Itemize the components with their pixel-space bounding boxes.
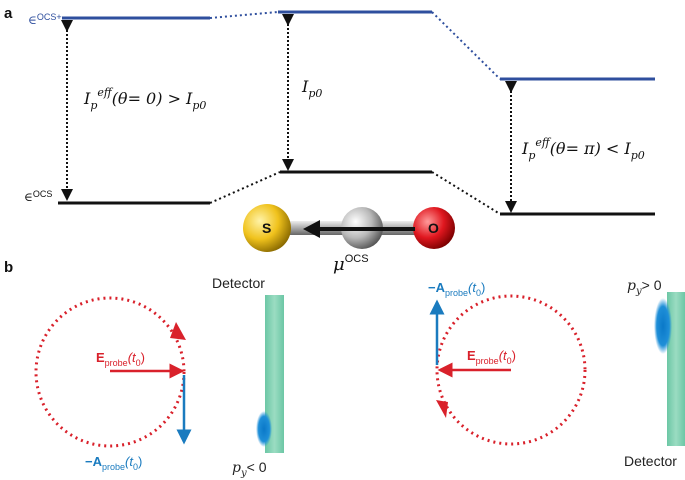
e-right-arg: (t — [499, 348, 508, 363]
a-left-sub: probe — [102, 462, 125, 472]
py-left-rel: < 0 — [247, 459, 267, 475]
gap-left-p: p — [90, 99, 97, 112]
electron-signal-right — [654, 298, 672, 354]
gap-right-p: p — [528, 149, 535, 162]
a-label-right: −Aprobe(t0) — [428, 280, 485, 298]
gap-label-right: Ipeff(θ= π) < Ip0 — [521, 136, 645, 162]
gap-left-I: I — [83, 89, 91, 108]
panel-a-label: a — [4, 5, 13, 22]
e-right-close: ) — [512, 348, 516, 363]
gap-label-mid: Ip0 — [301, 77, 322, 100]
gap-mid-sub: p0 — [308, 87, 322, 100]
lower-level-symbol: ∈ — [24, 190, 33, 204]
a-left-main: −A — [85, 454, 103, 469]
upper-connector-1 — [209, 11, 279, 19]
rotation-arrowhead-right — [436, 400, 448, 418]
e-right-arg-sub: 0 — [507, 356, 512, 366]
detector-label-left: Detector — [212, 275, 265, 291]
polarization-circle-right — [435, 294, 587, 446]
py-left-sub: y — [240, 468, 247, 479]
dipole-mu: μ — [333, 254, 345, 275]
panel-b-label: b — [4, 259, 13, 276]
rotation-arrowhead-left — [170, 322, 186, 340]
e-left-sub: probe — [105, 358, 128, 368]
dipole-label: μOCS — [333, 253, 369, 275]
e-left-arg: (t — [128, 350, 137, 365]
gap-right-sup: eff — [535, 136, 552, 149]
ocs-molecule: S O μOCS — [243, 204, 455, 275]
py-right-sub: y — [635, 286, 642, 297]
gap-mid-I: I — [301, 77, 309, 96]
py-label-right: py> 0 — [627, 277, 662, 297]
a-left-arg: (t — [125, 454, 134, 469]
detector-label-right: Detector — [624, 453, 677, 469]
gap-label-left: Ipeff(θ= 0) > Ip0 — [83, 86, 206, 112]
py-right-rel: > 0 — [642, 277, 662, 293]
electron-signal-left — [256, 411, 272, 447]
e-left-close: ) — [141, 350, 145, 365]
a-right-main: −A — [428, 280, 446, 295]
a-right-arg-sub: 0 — [476, 288, 481, 298]
gap-left-arg: (θ= 0) > I — [112, 89, 193, 108]
a-right-sub: probe — [445, 288, 468, 298]
gap-right-tail: p0 — [631, 149, 645, 162]
dipole-sup: OCS — [345, 253, 369, 265]
gap-left-sup: eff — [97, 86, 114, 99]
e-label-left: Eprobe(t0) — [96, 350, 145, 368]
py-label-left: py< 0 — [232, 459, 267, 479]
py-left-p: p — [232, 460, 241, 476]
upper-level-symbol: ∈ — [28, 13, 37, 27]
a-label-left: −Aprobe(t0) — [85, 454, 142, 472]
a-left-close: ) — [138, 454, 142, 469]
e-right-sub: probe — [476, 356, 499, 366]
e-right-main: E — [467, 348, 476, 363]
a-left-arg-sub: 0 — [133, 462, 138, 472]
lower-level-sup: OCS — [33, 189, 53, 199]
upper-level-label: ∈OCS+ — [28, 12, 62, 27]
upper-connector-2 — [431, 11, 501, 80]
e-label-right: Eprobe(t0) — [467, 348, 516, 366]
lower-connector-2 — [431, 171, 501, 215]
upper-level-sup: OCS+ — [37, 12, 62, 22]
sulfur-atom — [243, 204, 291, 252]
gap-left-tail: p0 — [192, 99, 206, 112]
detector-left — [265, 295, 284, 453]
oxygen-label: O — [428, 220, 439, 236]
oxygen-atom — [413, 207, 455, 249]
dipole-arrow-head — [303, 220, 320, 238]
sulfur-label: S — [262, 220, 271, 236]
a-right-close: ) — [481, 280, 485, 295]
panel-b-left: Eprobe(t0) −Aprobe(t0) Detector py< 0 — [34, 275, 284, 479]
e-left-arg-sub: 0 — [136, 358, 141, 368]
gap-right-I: I — [521, 139, 529, 158]
lower-connector-1 — [209, 171, 281, 204]
a-right-arg: (t — [468, 280, 477, 295]
lower-level-label: ∈OCS — [24, 189, 52, 204]
py-right-p: p — [627, 278, 636, 294]
e-left-main: E — [96, 350, 105, 365]
gap-right-arg: (θ= π) < I — [550, 139, 632, 158]
panel-b-right: Eprobe(t0) −Aprobe(t0) py> 0 Detector — [428, 277, 685, 469]
